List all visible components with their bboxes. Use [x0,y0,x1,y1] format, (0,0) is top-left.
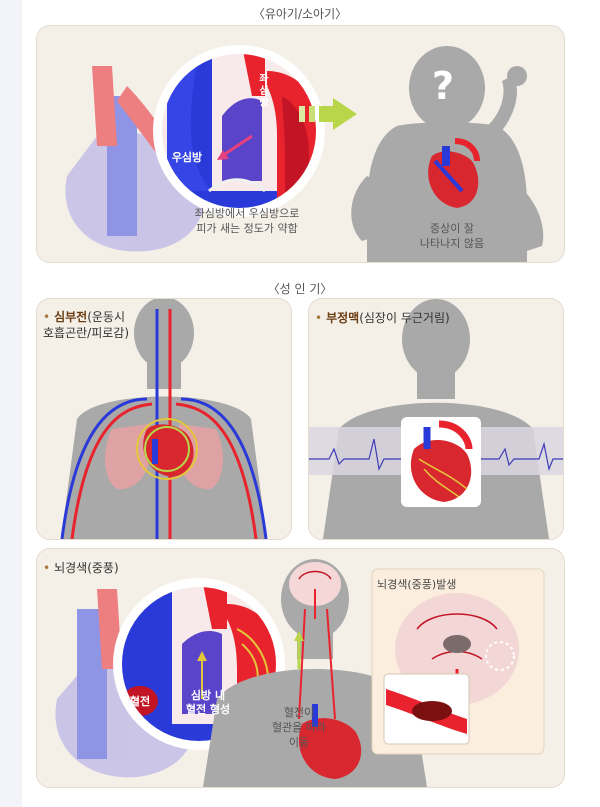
label-left-atrium: 좌심방 [259,74,269,109]
heart-icon [136,418,198,480]
brain-icon-small [289,562,341,619]
stroke-label: 뇌경색(중풍)발생 [377,578,457,591]
vessels [60,309,268,539]
panel-heart-failure: •심부전(운동시 호흡곤란/피로감) [36,298,292,540]
progress-arrow-icon [299,98,357,130]
panel-stroke: •뇌경색(중풍) 혈전 심방 내 혈전 형성 혈전이 혈관을 따라 이동 뇌경색… [36,548,565,788]
caption-travel: 혈전이 혈관을 따라 이동 [271,706,327,749]
question-mark-icon: ? [432,64,455,108]
label-right-atrium: 우심방 [171,151,203,164]
caption-symptoms: 증상이 잘 나타나지 않음 [419,222,485,250]
baby-heart-icon [428,138,480,208]
panel-title-stroke: •뇌경색(중풍) [43,561,119,575]
left-side-strip [0,0,22,807]
panel-title-heart-failure: •심부전(운동시 호흡곤란/피로감) [43,310,130,340]
caption-flow: 좌심방에서 우심방으로 피가 새는 정도가 약함 [194,207,300,235]
panel-infant: 우심방 좌심방 ? 좌심방에서 우심방으로 피가 새는 정도가 약함 증상이 잘… [36,25,565,263]
arrhythmia-illustration [309,299,563,539]
section-header-infant: 〈유아기/소아기〉 [252,7,348,21]
vessels-travel [294,608,336,720]
stroke-brain-panel [371,568,545,755]
panel-title-arrhythmia: •부정맥(심장이 두근거림) [315,311,450,325]
heart-icon-travel [298,704,362,779]
heart-icon-arrhythmia [410,420,473,502]
blockage-marker [485,641,515,671]
section-header-adult: 〈성 인 기〉 [267,282,333,296]
heart-failure-illustration [60,299,268,539]
panel-arrhythmia: •부정맥(심장이 두근거림) [308,298,564,540]
label-clot: 혈전 [129,695,151,708]
infant-illustration [65,45,544,262]
stroke-illustration [55,559,545,787]
label-clot-formation: 심방 내 혈전 형성 [185,689,231,716]
zoom-circle-heart [153,45,325,217]
